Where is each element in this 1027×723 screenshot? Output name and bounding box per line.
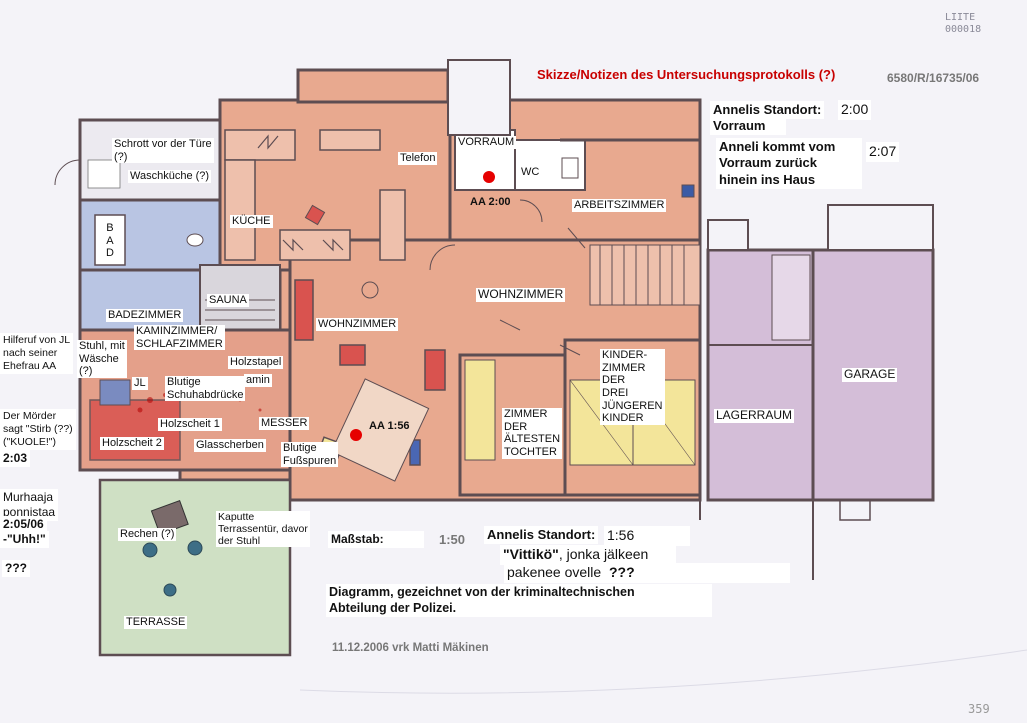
- annotation-holzstapel: Holzstapel: [228, 356, 284, 369]
- room-label-terrasse: TERRASSE: [124, 616, 188, 629]
- note-standort-room: Vorraum: [710, 117, 786, 136]
- annotation-aa-156: AA 1:56: [369, 420, 410, 432]
- annotation-schrott: Schrott vor der Türe (?): [112, 138, 214, 164]
- note-signature: 11.12.2006 vrk Matti Mäkinen: [332, 642, 489, 654]
- note-question-bottom: ???: [608, 564, 635, 580]
- room-label-sauna: SAUNA: [207, 294, 249, 307]
- note-massstab-value: 1:50: [439, 532, 466, 547]
- note-question-left: ???: [2, 560, 30, 577]
- note-moerder: Der Mörder sagt "Stirb (??) ("KUOLE!"): [0, 409, 76, 451]
- room-label-lagerraum: LAGERRAUM: [714, 408, 795, 423]
- annotation-terrassentuer: Kaputte Terrassentür, davor der Stuhl: [216, 511, 310, 548]
- room-label-wc: WC: [519, 166, 542, 179]
- annotation-glasscherben: Glasscherben: [194, 439, 266, 452]
- page-number: 359: [968, 702, 990, 716]
- annotation-holzscheit-1: Holzscheit 1: [158, 418, 222, 431]
- room-label-kinderzimmer: KINDER- ZIMMER DER DREI JÜNGEREN KINDER: [600, 349, 665, 425]
- note-uhh: -"Uhh!": [0, 531, 49, 548]
- room-label-kueche: KÜCHE: [230, 215, 273, 228]
- note-vittiko-quote: "Vittikö": [503, 546, 559, 562]
- note-hilferuf: Hilferuf von JL nach seiner Ehefrau AA: [0, 333, 74, 375]
- archive-stamp: LIITE 000018: [945, 12, 982, 35]
- case-number: 6580/R/16735/06: [887, 71, 980, 85]
- note-massstab-label: Maßstab:: [328, 531, 424, 548]
- room-label-kaminzimmer: KAMINZIMMER/ SCHLAFZIMMER: [134, 325, 225, 351]
- note-vittiko: "Vittikö", jonka jälkeen: [500, 545, 676, 565]
- note-standort2-label: Annelis Standort:: [484, 526, 599, 545]
- kitchen-bay: [296, 68, 450, 104]
- annotation-rechen: Rechen (?): [118, 528, 177, 541]
- annotation-stuhl-waesche: Stuhl, mit Wäsche (?): [77, 340, 127, 378]
- annotation-fussspuren: Blutige Fußspuren: [281, 442, 339, 468]
- room-label-bad: B A D: [104, 222, 116, 260]
- rug: [330, 378, 430, 482]
- annotation-jl: JL: [132, 377, 148, 390]
- room-label-garage: GARAGE: [842, 367, 898, 382]
- room-label-wohnzimmer-left: WOHNZIMMER: [316, 318, 399, 331]
- tochter-bed: [464, 359, 496, 461]
- room-label-badezimmer: BADEZIMMER: [106, 309, 184, 322]
- note-standort-label: Annelis Standort:: [710, 101, 825, 120]
- annotation-messer: MESSER: [259, 417, 310, 430]
- note-pakenee-text: pakenee ovelle: [507, 564, 602, 580]
- entrance-porch: [447, 59, 511, 136]
- annotation-telefon: Telefon: [398, 152, 438, 165]
- terrace: [98, 478, 292, 657]
- annotation-holzscheit-2: Holzscheit 2: [100, 437, 164, 450]
- annotation-aa-200: AA 2:00: [470, 196, 511, 208]
- marker-aa-200: [483, 171, 495, 183]
- note-diagramm: Diagramm, gezeichnet von der kriminaltec…: [326, 584, 712, 618]
- room-label-zimmer-aeltesten: ZIMMER DER ÄLTESTEN TOCHTER: [502, 408, 563, 459]
- note-vittiko-rest: , jonka jälkeen: [558, 546, 649, 562]
- note-standort-time: 2:00: [838, 100, 872, 120]
- marker-aa-156: [350, 429, 362, 441]
- annotation-schuhabdruecke: Blutige Schuhabdrücke: [165, 376, 246, 402]
- note-zurueck: Anneli kommt vom Vorraum zurück hinein i…: [716, 138, 862, 189]
- note-pakenee: pakenee ovelle ???: [504, 563, 790, 583]
- note-murhaaja: Murhaaja ponnistaa: [0, 489, 59, 521]
- note-standort2-time: 1:56: [604, 526, 690, 546]
- note-time-207: 2:07: [866, 142, 900, 162]
- note-time-205: 2:05/06: [0, 516, 47, 533]
- room-label-arbeitszimmer: ARBEITSZIMMER: [572, 199, 667, 212]
- room-label-waschkueche: Waschküche (?): [128, 170, 212, 183]
- page-title: Skizze/Notizen des Untersuchungsprotokol…: [537, 67, 836, 82]
- room-label-vorraum: VORRAUM: [456, 136, 517, 149]
- note-time-203: 2:03: [0, 450, 31, 467]
- annotation-kamin: amin: [244, 374, 272, 387]
- room-label-wohnzimmer-center: WOHNZIMMER: [476, 287, 566, 302]
